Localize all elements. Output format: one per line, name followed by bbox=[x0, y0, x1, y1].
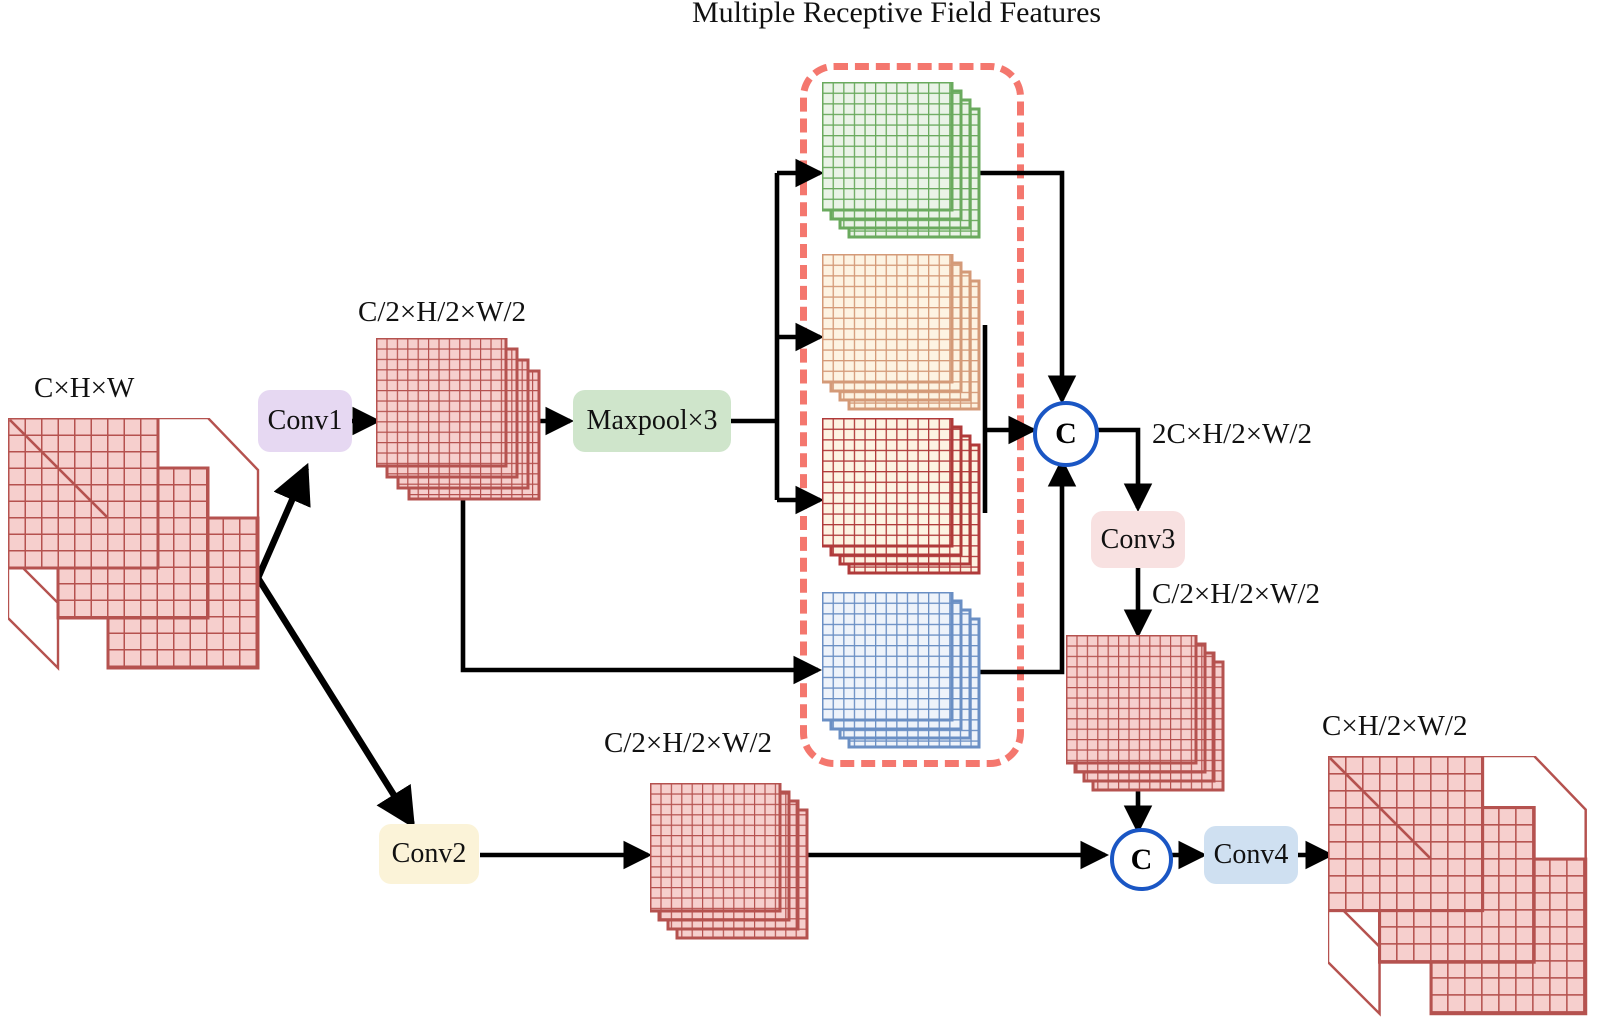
identity-skip-blue-maps bbox=[822, 592, 981, 749]
receptive-field-orange-maps bbox=[822, 254, 981, 411]
input-dim-label: C×H×W bbox=[34, 372, 135, 404]
concat-node-1-label: C bbox=[1055, 417, 1077, 450]
maxpool-label: Maxpool×3 bbox=[586, 405, 718, 436]
diagram-title: Multiple Receptive Field Features bbox=[692, 0, 1102, 29]
conv3-out-dim-label: C/2×H/2×W/2 bbox=[1152, 578, 1321, 610]
input-tensor-cube bbox=[8, 418, 260, 671]
conv1-op-box[interactable]: Conv1 bbox=[258, 390, 352, 452]
concat-node-2[interactable]: C bbox=[1110, 828, 1173, 891]
output-tensor-cube bbox=[1328, 756, 1588, 1017]
conv4-label: Conv4 bbox=[1213, 839, 1289, 870]
conv2-op-box[interactable]: Conv2 bbox=[379, 824, 479, 884]
receptive-field-green-maps bbox=[822, 82, 981, 239]
conv2-output-feature-maps bbox=[650, 783, 809, 940]
conv2-label: Conv2 bbox=[391, 838, 467, 869]
multiple-receptive-field-group-box bbox=[800, 63, 1024, 767]
concat-node-1[interactable]: C bbox=[1033, 401, 1099, 467]
conv1-output-feature-maps bbox=[376, 338, 541, 501]
concat-node-2-label: C bbox=[1130, 842, 1153, 876]
conv3-output-feature-maps bbox=[1066, 635, 1225, 792]
output-dim-label: C×H/2×W/2 bbox=[1322, 710, 1468, 742]
conv3-label: Conv3 bbox=[1100, 523, 1176, 555]
conv1-out-dim-label: C/2×H/2×W/2 bbox=[358, 296, 527, 328]
concat1-out-dim-label: 2C×H/2×W/2 bbox=[1152, 418, 1312, 450]
receptive-field-darkred-maps bbox=[822, 418, 981, 575]
conv1-label: Conv1 bbox=[267, 405, 343, 436]
conv2-out-dim-label: C/2×H/2×W/2 bbox=[604, 727, 773, 759]
conv3-op-box[interactable]: Conv3 bbox=[1091, 511, 1185, 568]
conv4-op-box[interactable]: Conv4 bbox=[1204, 826, 1298, 884]
maxpool-op-box[interactable]: Maxpool×3 bbox=[573, 390, 731, 452]
